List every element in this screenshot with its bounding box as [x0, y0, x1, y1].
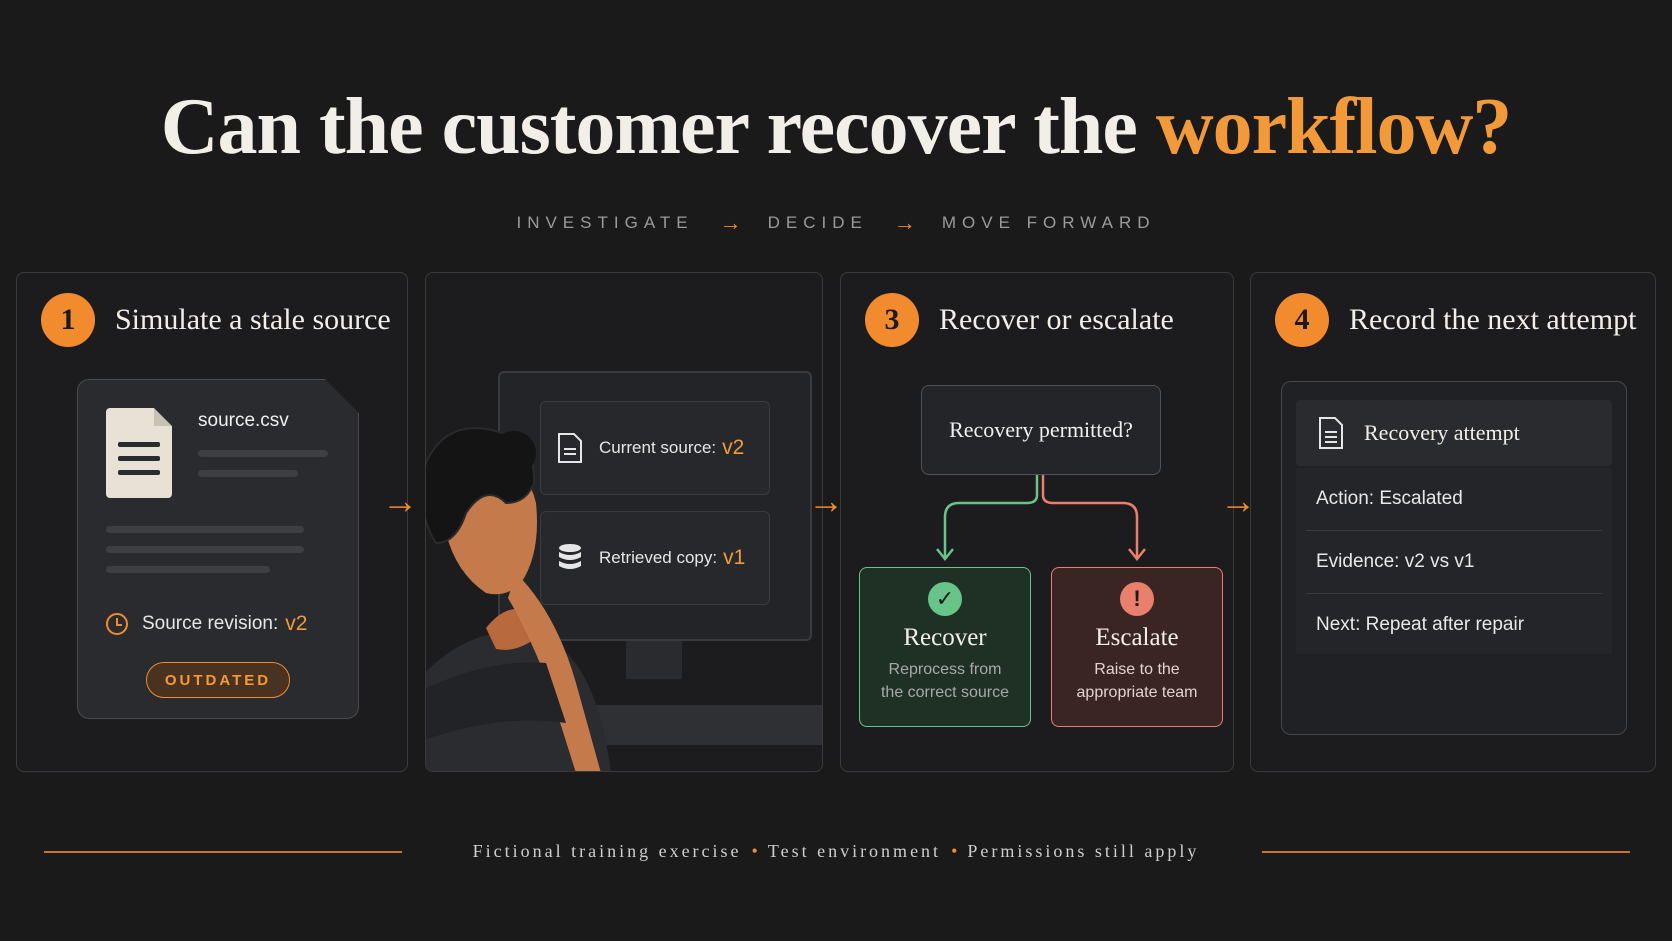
document-fold-corner — [324, 378, 360, 414]
footer-divider — [44, 851, 402, 853]
record-header: Recovery attempt — [1296, 400, 1612, 466]
record-evidence: Evidence: v2 vs v1 — [1306, 531, 1602, 594]
step-panel-3: 3 Recover or escalate Recovery permitted… — [840, 272, 1234, 772]
placeholder-line — [198, 450, 328, 457]
record-action: Action: Escalated — [1306, 468, 1602, 531]
current-source-label: Current source: — [599, 438, 717, 457]
footer-notes: Fictional training exercise • Test environ… — [0, 841, 1672, 862]
source-revision: Source revision: v2 — [106, 612, 307, 636]
flow-steps: INVESTIGATE → DECIDE → MOVE FORWARD — [0, 210, 1672, 236]
database-icon — [559, 544, 581, 569]
arrow-right-icon: → — [719, 210, 742, 235]
step-number-badge: 4 — [1275, 293, 1329, 347]
flow-step-decide: DECIDE — [767, 213, 868, 232]
flow-step-investigate: INVESTIGATE — [516, 213, 694, 232]
step-panel-4: 4 Record the next attempt Recovery attem… — [1250, 272, 1656, 772]
monitor: Current source: v2 Retrieved copy: v1 — [498, 371, 812, 641]
record-next: Next: Repeat after repair — [1316, 614, 1525, 635]
retrieved-copy-label: Retrieved copy: — [599, 548, 718, 567]
arrow-right-icon: → — [893, 210, 916, 235]
source-document-card: source.csv Source revision: v2 OUTDATED — [77, 378, 360, 719]
placeholder-line — [106, 526, 304, 533]
person-illustration — [426, 427, 611, 771]
step-panel-2: Current source: v2 Retrieved copy: v1 — [425, 272, 823, 772]
decision-box: Recovery permitted? — [921, 385, 1161, 475]
footer-note: Permissions still apply — [967, 841, 1200, 861]
retrieved-copy-card: Retrieved copy: v1 — [540, 511, 770, 605]
arrow-right-icon: → — [382, 480, 418, 521]
alert-icon: ! — [1120, 582, 1154, 616]
bullet-icon: • — [951, 841, 958, 861]
escalate-title: Escalate — [1095, 624, 1179, 651]
file-icon — [106, 408, 172, 498]
document-icon — [1319, 417, 1343, 449]
step-header: 4 Record the next attempt — [1275, 293, 1636, 347]
footer-note: Test environment — [767, 841, 942, 861]
step-header: 3 Recover or escalate — [865, 293, 1174, 347]
flow-step-move-forward: MOVE FORWARD — [941, 213, 1156, 232]
clock-icon — [106, 613, 128, 635]
step-header: 1 Simulate a stale source — [41, 293, 391, 347]
retrieved-copy-value: v1 — [723, 546, 746, 569]
page-title: Can the customer recover the workflow? — [0, 82, 1672, 173]
step-panel-1: 1 Simulate a stale source source.csv Sou… — [16, 272, 408, 772]
step-title: Simulate a stale source — [115, 303, 391, 336]
revision-value: v2 — [285, 612, 308, 635]
step-number-badge: 1 — [41, 293, 95, 347]
monitor-stand — [626, 641, 682, 679]
placeholder-line — [106, 546, 304, 553]
record-card: Recovery attempt Action: Escalated Evide… — [1281, 381, 1627, 735]
revision-label: Source revision: — [142, 613, 279, 634]
step-number-badge: 3 — [865, 293, 919, 347]
document-icon — [558, 433, 582, 463]
bullet-icon: • — [751, 841, 758, 861]
footer-divider — [1262, 851, 1630, 853]
record-title: Recovery attempt — [1364, 420, 1520, 445]
arrow-right-icon: → — [808, 480, 844, 521]
record-details: Action: Escalated Evidence: v2 vs v1 Nex… — [1296, 468, 1612, 654]
file-name: source.csv — [198, 410, 289, 431]
placeholder-line — [198, 470, 298, 477]
footer-note: Fictional training exercise — [472, 841, 742, 861]
current-source-value: v2 — [722, 436, 745, 459]
current-source-card: Current source: v2 — [540, 401, 770, 495]
check-icon: ✓ — [928, 582, 962, 616]
placeholder-line — [106, 566, 270, 573]
step-title: Recover or escalate — [939, 303, 1174, 336]
status-badge: OUTDATED — [146, 662, 290, 698]
page-title-accent: workflow? — [1155, 83, 1512, 171]
step-title: Record the next attempt — [1349, 303, 1637, 336]
page-title-main: Can the customer recover the — [160, 83, 1156, 171]
recover-title: Recover — [903, 624, 987, 651]
decision-branches — [936, 475, 1146, 562]
